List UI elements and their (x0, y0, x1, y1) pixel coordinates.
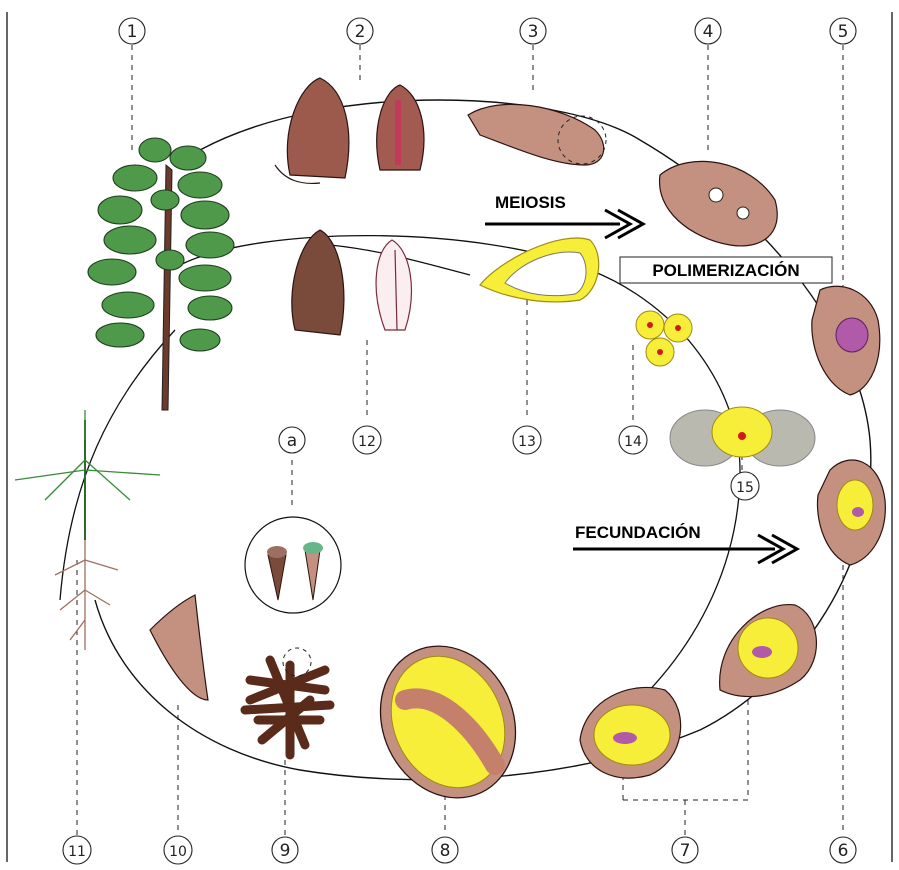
svg-text:8: 8 (440, 841, 451, 861)
stage-marker-5: 5 (830, 18, 856, 44)
svg-text:6: 6 (838, 841, 849, 861)
pollen-grain-illustration (480, 238, 599, 302)
svg-text:9: 9 (280, 841, 291, 861)
ovule-illustration-5 (812, 286, 880, 395)
seed-illustration-7a (720, 605, 817, 697)
seed-illustration-7b (580, 687, 681, 778)
stage-marker-6: 6 (830, 837, 856, 863)
stage-marker-2: 2 (347, 18, 373, 44)
pollen-cone-illustration (275, 78, 424, 183)
pine-tree-illustration (88, 138, 234, 410)
polimerizacion-label: POLIMERIZACIÓN (652, 261, 799, 280)
stage-marker-11: 11 (63, 836, 91, 864)
stage-marker-9: 9 (272, 837, 298, 863)
svg-text:2: 2 (355, 22, 366, 42)
stage-marker-12: 12 (353, 426, 381, 454)
svg-text:15: 15 (736, 480, 754, 496)
stage-marker-14: 14 (619, 426, 647, 454)
svg-text:4: 4 (703, 22, 714, 42)
open-cone-illustration (245, 648, 330, 755)
svg-text:7: 7 (680, 841, 691, 861)
svg-text:13: 13 (518, 434, 536, 450)
winged-pollen-illustration (670, 407, 815, 466)
svg-text:5: 5 (838, 22, 849, 42)
stage-marker-4: 4 (695, 18, 721, 44)
inner-cycle (180, 236, 740, 700)
polimerizacion-label-box: POLIMERIZACIÓN (620, 257, 832, 283)
meiosis-label: MEIOSIS (495, 193, 566, 212)
stage-marker-8: 8 (432, 837, 458, 863)
ovule-scale-illustration (468, 104, 606, 165)
svg-text:10: 10 (169, 844, 187, 860)
stage-marker-a: a (279, 427, 305, 453)
winged-seed-illustration (150, 595, 208, 700)
stage-marker-15: 15 (731, 472, 759, 500)
svg-text:14: 14 (624, 434, 642, 450)
stage-marker-7: 7 (672, 837, 698, 863)
seed-wing-inset (245, 517, 341, 613)
meiosis-arrow: MEIOSIS (485, 193, 643, 238)
svg-text:1: 1 (127, 22, 138, 42)
ovule-illustration-6 (817, 460, 885, 565)
svg-text:12: 12 (358, 434, 376, 450)
ovule-illustration-4 (660, 161, 778, 246)
seed-cone-illustration (292, 230, 412, 335)
stage-marker-1: 1 (119, 18, 145, 44)
mature-seed-illustration (356, 624, 540, 820)
svg-text:3: 3 (528, 22, 539, 42)
stage-marker-10: 10 (164, 836, 192, 864)
left-cycle-arc (60, 330, 175, 600)
fecundacion-arrow: FECUNDACIÓN (573, 523, 797, 563)
svg-text:a: a (287, 431, 297, 451)
svg-text:11: 11 (68, 844, 86, 860)
tetrad-illustration (636, 311, 692, 366)
stage-marker-3: 3 (520, 18, 546, 44)
stage-marker-13: 13 (513, 426, 541, 454)
seedling-illustration (15, 410, 160, 650)
fecundacion-label: FECUNDACIÓN (575, 523, 701, 542)
